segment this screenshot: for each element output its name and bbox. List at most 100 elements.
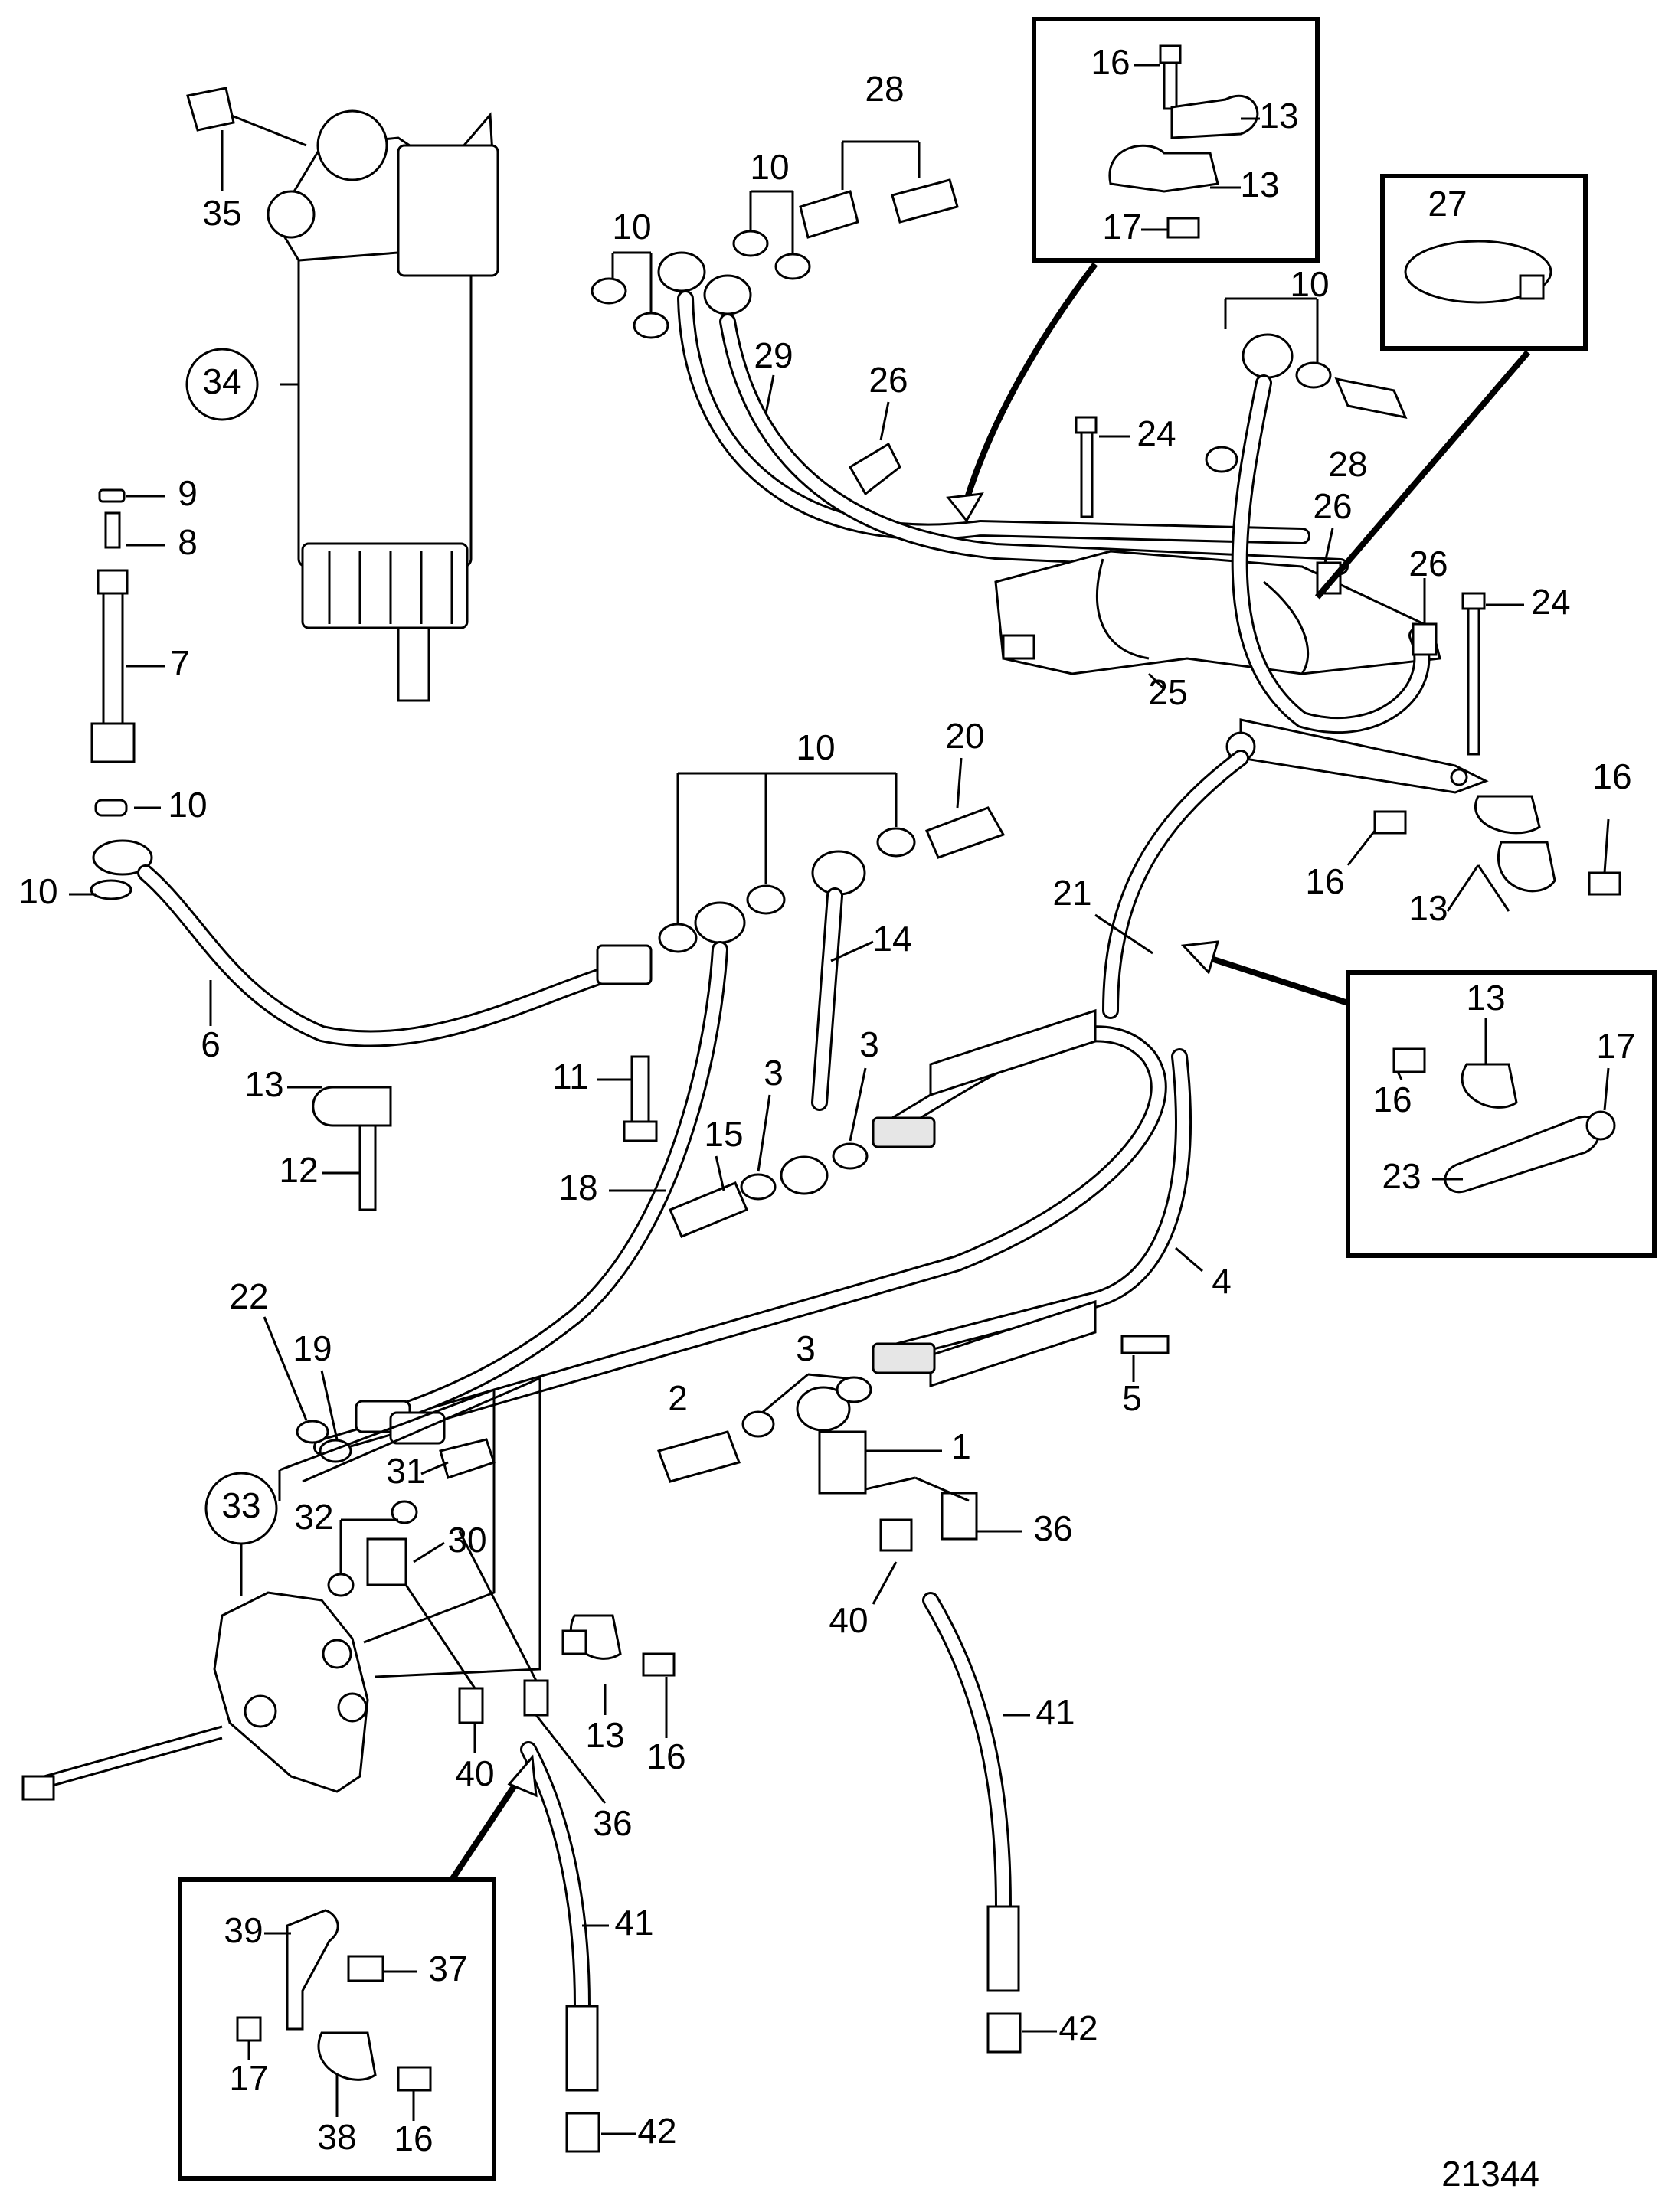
fuel-filter-assembly	[186, 87, 499, 702]
leader-4	[1175, 1246, 1203, 1273]
callout-37: 37	[428, 1949, 467, 1988]
callout-14: 14	[872, 919, 911, 959]
leader-3b	[849, 1067, 867, 1142]
callout-36: 36	[1033, 1508, 1072, 1548]
callout-3: 3	[796, 1328, 816, 1368]
inset-right-content	[1392, 1047, 1616, 1194]
callout-13: 13	[1408, 888, 1448, 928]
callout-34: 34	[202, 361, 241, 401]
leader-20	[956, 757, 963, 809]
leader-26a	[879, 401, 890, 441]
callout-16: 16	[646, 1737, 685, 1776]
callout-6: 6	[201, 1024, 221, 1064]
callout-16: 16	[1592, 756, 1631, 796]
leader-3c-r	[807, 1373, 847, 1380]
callout-38: 38	[317, 2117, 356, 2157]
callout-1: 1	[951, 1426, 971, 1466]
feed-pump-33	[21, 1591, 369, 1801]
callout-20: 20	[945, 716, 984, 756]
clamp-and-bolts-center-left	[312, 1055, 658, 1211]
callout-8: 8	[178, 522, 198, 562]
leader-3a	[757, 1094, 771, 1172]
right-upper-hose	[1205, 333, 1431, 734]
callout-9: 9	[178, 473, 198, 513]
leader-link-pump-2	[458, 1531, 538, 1681]
callout-26: 26	[869, 360, 908, 400]
callout-11: 11	[552, 1057, 589, 1096]
callout-28: 28	[865, 69, 904, 109]
callout-5: 5	[1122, 1378, 1142, 1418]
callout-25: 25	[1148, 672, 1187, 712]
leader-13c	[1446, 864, 1480, 912]
callout-26: 26	[1313, 486, 1352, 526]
bracket-36b-l	[865, 1476, 916, 1491]
leader-22	[263, 1316, 308, 1421]
callout-3: 3	[764, 1053, 784, 1093]
callout-17: 17	[1102, 207, 1141, 247]
leader-31	[420, 1461, 449, 1475]
fuel-feed-pipe-left	[90, 488, 653, 1047]
callout-16: 16	[1091, 42, 1130, 82]
callout-24: 24	[1531, 582, 1570, 622]
arrowhead-inset-bottom	[507, 1754, 538, 1798]
drawing-number: 21344	[1441, 2154, 1539, 2194]
callout-24: 24	[1137, 413, 1176, 453]
leader-15	[715, 1155, 725, 1191]
inset-frame-27	[1380, 174, 1588, 351]
callout-31: 31	[386, 1451, 425, 1491]
callout-16: 16	[394, 2119, 433, 2158]
bolts-24	[1075, 416, 1486, 756]
callout-labels: 1 2 3 3 3 4 5 6 7 8 9 10 10 10 10 10 10 …	[18, 42, 1635, 2158]
callout-circle-34	[185, 348, 259, 421]
callout-36: 36	[593, 1803, 632, 1843]
hose-clip-26-right	[1412, 622, 1438, 656]
callout-15: 15	[704, 1114, 743, 1154]
top-hoses-and-fittings	[591, 178, 1349, 575]
hose-41-left-fitting	[565, 2005, 599, 2092]
callout-21: 21	[1052, 873, 1091, 913]
arrow-inset-right	[1193, 950, 1349, 1006]
callout-13: 13	[1466, 978, 1505, 1018]
hose-ends-19-22	[296, 1400, 446, 1463]
arrow-inset-top	[962, 262, 1098, 507]
callout-7: 7	[170, 643, 190, 683]
callout-10: 10	[750, 147, 789, 187]
inset-frame-top	[1032, 17, 1320, 263]
callout-circle-33	[204, 1472, 278, 1545]
leader-19	[320, 1370, 339, 1440]
callout-32: 32	[294, 1497, 333, 1537]
callout-13: 13	[1240, 165, 1279, 204]
leader-17-inset-right	[1603, 1067, 1610, 1111]
leader-16d	[1603, 818, 1610, 874]
inset-top-content	[1108, 44, 1259, 239]
callout-13: 13	[244, 1064, 283, 1104]
callout-28: 28	[1328, 444, 1367, 484]
center-hoses	[390, 806, 1006, 1421]
callout-22: 22	[229, 1276, 268, 1316]
callout-13: 13	[585, 1715, 624, 1755]
clamps-right	[1373, 795, 1621, 896]
callout-40: 40	[829, 1600, 868, 1640]
hose-41-right-fitting	[986, 1905, 1020, 1992]
leader-40b	[872, 1561, 898, 1605]
leader-25	[1147, 672, 1166, 691]
callout-17: 17	[229, 2058, 268, 2098]
callout-10: 10	[1290, 264, 1329, 304]
leader-3c-l	[761, 1373, 809, 1414]
callout-16: 16	[1372, 1080, 1412, 1119]
plug-42-right	[986, 2012, 1022, 2054]
arrowhead-inset-top	[946, 492, 984, 523]
callout-10: 10	[168, 785, 207, 825]
arrowhead-inset-right	[1180, 940, 1220, 975]
callout-4: 4	[1212, 1261, 1232, 1301]
callout-19: 19	[293, 1328, 332, 1368]
arrow-inset-27	[1314, 350, 1531, 600]
leader-16-inset-right	[1396, 1071, 1403, 1080]
inset-27-content	[1404, 240, 1552, 304]
callout-30: 30	[447, 1520, 486, 1560]
callout-10: 10	[18, 871, 57, 911]
leader-26b	[1323, 528, 1334, 564]
lower-left-fittings	[458, 1614, 676, 1724]
callout-39: 39	[224, 1910, 263, 1950]
callout-41: 41	[1035, 1692, 1075, 1732]
